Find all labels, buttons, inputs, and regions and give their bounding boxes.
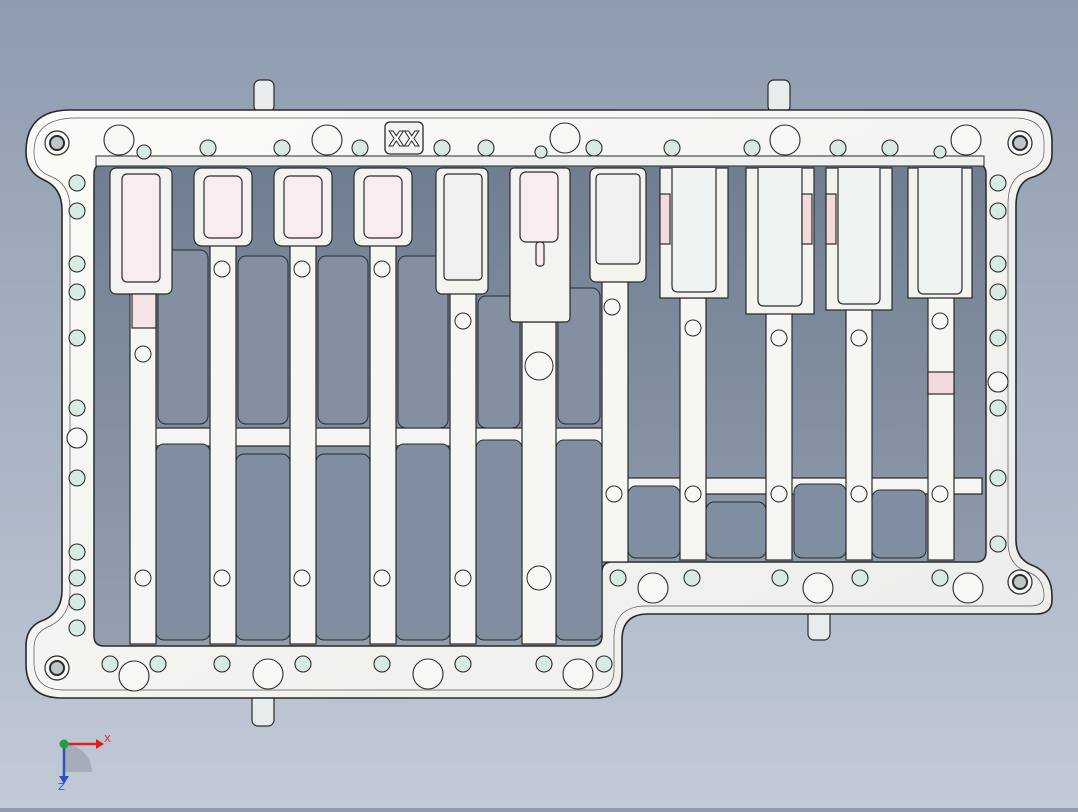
z-axis-arrow xyxy=(59,776,69,784)
holder-7 xyxy=(589,167,647,283)
pin-top-left xyxy=(253,79,275,113)
x-axis-arrow xyxy=(96,739,104,749)
rib-5 xyxy=(449,291,477,645)
holder-10 xyxy=(825,167,893,311)
holder-2 xyxy=(193,167,253,247)
rib-7 xyxy=(601,279,629,563)
triad-shadow xyxy=(64,744,92,772)
frame-inner-edge xyxy=(33,117,1045,691)
x-axis-label: X xyxy=(104,734,111,745)
z-axis-label: Z xyxy=(58,782,65,793)
holder-6 xyxy=(509,167,571,323)
y-axis-dot xyxy=(59,739,69,749)
rib-holes xyxy=(134,260,949,591)
engraved-label: XX xyxy=(384,121,424,155)
bolt-top-right xyxy=(1007,130,1033,156)
holder-3 xyxy=(273,167,333,247)
lower-pockets xyxy=(155,439,927,641)
rib-11 xyxy=(927,295,955,561)
holder-11 xyxy=(907,167,973,395)
rib-1 xyxy=(129,289,157,645)
rib-10 xyxy=(845,307,873,561)
engraving-text: XX xyxy=(389,127,420,151)
rib-9 xyxy=(765,311,793,561)
rib-8 xyxy=(679,297,707,561)
holder-9 xyxy=(745,167,815,315)
connector-holders xyxy=(109,167,973,395)
bolt-bottom-right xyxy=(1007,569,1033,595)
bolt-top-left xyxy=(44,130,70,156)
holder-8 xyxy=(659,167,729,299)
orientation-triad: X Z xyxy=(58,734,111,793)
holder-1 xyxy=(109,167,173,329)
corner-bolts xyxy=(44,130,1033,681)
frame-holes xyxy=(66,122,1009,692)
holder-5 xyxy=(435,167,489,295)
bolt-bottom-left xyxy=(44,655,70,681)
pin-top-right xyxy=(767,79,791,113)
holder-4 xyxy=(353,167,413,247)
locating-pins xyxy=(251,79,831,727)
upper-pockets xyxy=(157,249,601,429)
